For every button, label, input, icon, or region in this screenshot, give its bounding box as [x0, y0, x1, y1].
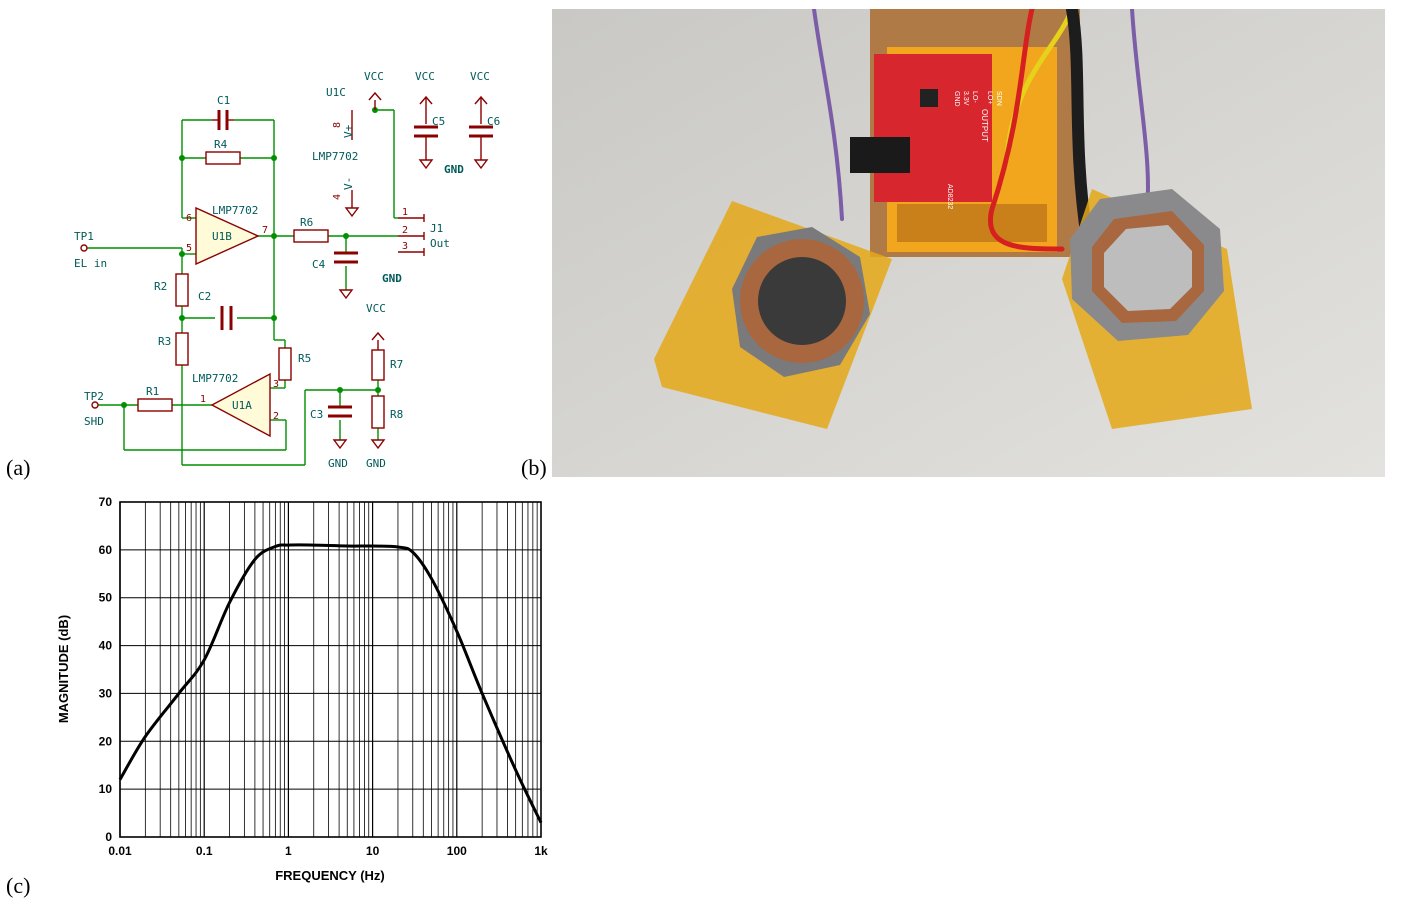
magnitude-curve	[118, 543, 543, 824]
y-tick-label: 70	[99, 495, 113, 509]
label-u1b: U1B	[212, 230, 232, 243]
label-r6: R6	[300, 216, 313, 229]
label-shd: SHD	[84, 415, 104, 428]
label-tp2: TP2	[84, 390, 104, 403]
label-r8: R8	[390, 408, 403, 421]
label-u1c: U1C	[326, 86, 346, 99]
label-j1: J1	[430, 222, 443, 235]
plot-frame	[119, 501, 542, 838]
y-tick-label: 0	[105, 830, 112, 844]
y-tick-label: 30	[99, 686, 113, 700]
label-u1b-part: LMP7702	[212, 204, 258, 217]
label-r4: R4	[214, 138, 228, 151]
label-r1: R1	[146, 385, 159, 398]
pin-u1b-plus: 5	[186, 243, 192, 254]
board-label-sdn: SDN	[995, 91, 1002, 106]
label-tp1: TP1	[74, 230, 94, 243]
label-u1c-vminus: V-	[342, 177, 355, 190]
y-tick-label: 50	[99, 591, 113, 605]
ad8232-board	[874, 54, 992, 202]
pin-j1-3: 3	[402, 241, 408, 252]
board-label-gnd: GND	[953, 91, 960, 107]
frequency-response-chart: 0 10 20 30 40 50 60 70 0.01 0.1 1 10 100 1k FREQUENC…	[56, 495, 548, 883]
audio-jack	[850, 137, 910, 173]
pin-u1a-minus: 2	[273, 411, 279, 422]
label-u1a: U1A	[232, 399, 252, 412]
board-label-output: OUTPUT	[980, 109, 989, 142]
board-label-ad8232: AD8232	[946, 184, 953, 209]
device-photo: OUTPUT AD8232 SDN LO+ LO- 3.3V GND	[552, 9, 1385, 477]
label-gnd-c: GND	[444, 163, 464, 176]
label-r7: R7	[390, 358, 403, 371]
label-vcc-1: VCC	[364, 70, 384, 83]
board-label-lo-plus: LO+	[986, 91, 993, 104]
label-u1c-part: LMP7702	[312, 150, 358, 163]
label-gnd-r8: GND	[366, 457, 386, 470]
label-u1a-part: LMP7702	[192, 372, 238, 385]
pin-j1-2: 2	[402, 225, 408, 236]
y-tick-label: 60	[99, 543, 113, 557]
label-c2: C2	[198, 290, 211, 303]
pin-u1a-out: 1	[200, 394, 206, 405]
panel-label-b: (b)	[521, 455, 547, 480]
pin-u1c-vminus: 4	[332, 194, 343, 200]
y-axis-label: MAGNITUDE (dB)	[56, 615, 71, 723]
label-el-in: EL in	[74, 257, 107, 270]
label-gnd-j1: GND	[382, 272, 402, 285]
board-label-lo-minus: LO-	[971, 91, 978, 103]
label-r5: R5	[298, 352, 311, 365]
label-c4: C4	[312, 258, 326, 271]
x-tick-label: 0.1	[196, 844, 213, 858]
label-j1-out: Out	[430, 237, 450, 250]
y-tick-label: 20	[99, 734, 113, 748]
panel-label-c: (c)	[6, 873, 31, 898]
x-axis-label: FREQUENCY (Hz)	[275, 868, 385, 883]
pin-u1a-plus: 3	[273, 379, 279, 390]
y-tick-label: 40	[99, 639, 113, 653]
panel-label-a: (a)	[6, 455, 31, 480]
label-gnd-c3: GND	[328, 457, 348, 470]
y-tick-label: 10	[99, 782, 113, 796]
label-r2: R2	[154, 280, 167, 293]
pin-j1-1: 1	[402, 207, 408, 218]
label-c3: C3	[310, 408, 323, 421]
label-c6: C6	[487, 115, 500, 128]
board-label-3v3: 3.3V	[962, 91, 969, 106]
x-tick-label: 1k	[534, 844, 548, 858]
x-tick-label: 1	[285, 844, 292, 858]
x-tick-label: 0.01	[108, 844, 132, 858]
x-tick-label: 10	[366, 844, 380, 858]
circuit-schematic: C1 R4 LMP7702 U1B 6 5 7 R6 C4 TP1 EL in …	[74, 70, 500, 470]
label-c5: C5	[432, 115, 445, 128]
label-vcc-r7: VCC	[366, 302, 386, 315]
x-tick-label: 100	[447, 844, 467, 858]
pin-u1b-out: 7	[262, 225, 268, 236]
label-r3: R3	[158, 335, 171, 348]
pin-u1b-minus: 6	[186, 213, 192, 224]
chart-grid	[119, 501, 541, 838]
label-vcc-2: VCC	[415, 70, 435, 83]
pin-u1c-vplus: 8	[332, 122, 343, 128]
label-vcc-3: VCC	[470, 70, 490, 83]
label-u1c-vplus: V+	[342, 124, 355, 138]
label-c1: C1	[217, 94, 230, 107]
